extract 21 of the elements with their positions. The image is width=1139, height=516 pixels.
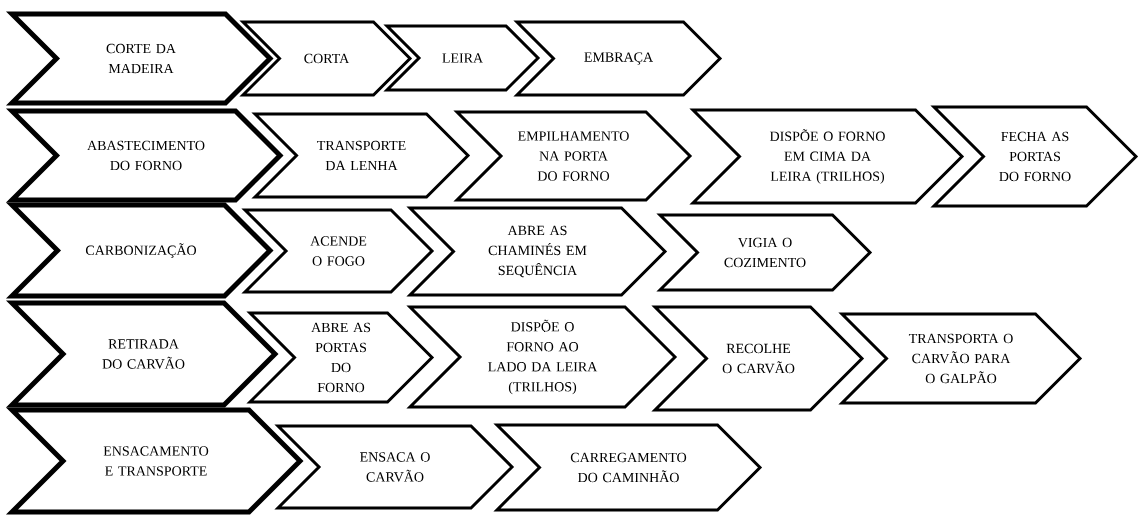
step-box: ABASTECIMENTO DO FORNO [5, 108, 284, 203]
step-box: FECHA AS PORTAS DO FORNO [930, 105, 1139, 208]
step-box: DISPÕE O FORNO AO LADO DA LEIRA (TRILHOS) [406, 305, 678, 409]
step-box: DISPÕE O FORNO EM CIMA DA LEIRA (TRILHOS) [689, 108, 965, 205]
step-box: RECOLHE O CARVÃO [651, 305, 865, 412]
step-box: ENSACA O CARVÃO [274, 424, 515, 510]
step-box: CORTE DA MADEIRA [5, 11, 274, 106]
step-box: ABRE AS PORTAS DO FORNO [246, 311, 435, 404]
step-box: EMPILHAMENTO NA PORTA DO FORNO [453, 110, 693, 202]
step-box: ENSACAMENTO E TRANSPORTE [5, 407, 304, 515]
step-box: CORTA [239, 20, 413, 97]
step-box: CARREGAMENTO DO CAMINHÃO [493, 423, 763, 512]
step-box: EMBRAÇA [513, 20, 723, 97]
step-box: TRANSPORTA O CARVÃO PARA O GALPÃO [838, 312, 1083, 405]
step-box: CARBONIZAÇÃO [5, 202, 274, 299]
step-box: LEIRA [383, 24, 541, 92]
step-box: RETIRADA DO CARVÃO [5, 300, 279, 408]
step-box: VIGIA O COZIMENTO [656, 213, 873, 292]
step-box: ACENDE O FOGO [241, 208, 435, 294]
step-box: TRANSPORTE DA LENHA [251, 112, 471, 199]
step-box: ABRE AS CHAMINÉS EM SEQUÊNCIA [406, 206, 668, 297]
